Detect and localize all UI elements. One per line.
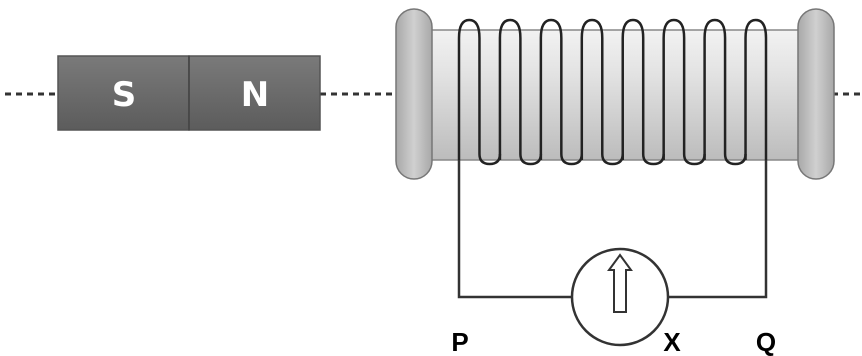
label-q: Q xyxy=(756,327,776,356)
wire-left xyxy=(457,160,572,299)
label-p: P xyxy=(451,327,468,356)
magnet-south-label: S xyxy=(112,75,137,115)
magnet-north-half xyxy=(188,55,321,131)
solenoid-left-end-cap xyxy=(395,8,433,180)
coil-turn xyxy=(539,18,584,166)
coil-turn xyxy=(580,18,624,166)
solenoid-right-end-cap xyxy=(797,8,835,180)
arrow-up-icon xyxy=(607,253,633,313)
coil-turn xyxy=(457,18,502,166)
coil-turn xyxy=(498,18,543,166)
coil-turn xyxy=(662,18,706,166)
solenoid-core xyxy=(417,29,814,161)
magnet-north-label: N xyxy=(241,75,269,115)
coil-turn xyxy=(703,18,747,166)
solenoid xyxy=(395,8,835,180)
galvanometer xyxy=(570,247,670,347)
bar-magnet: S N xyxy=(57,55,321,131)
wire-right xyxy=(668,160,768,299)
coil-turn xyxy=(621,18,665,166)
solenoid-coil xyxy=(457,18,768,166)
label-x: X xyxy=(663,327,681,356)
magnet-south-half xyxy=(57,55,190,131)
coil-turn xyxy=(744,18,768,160)
